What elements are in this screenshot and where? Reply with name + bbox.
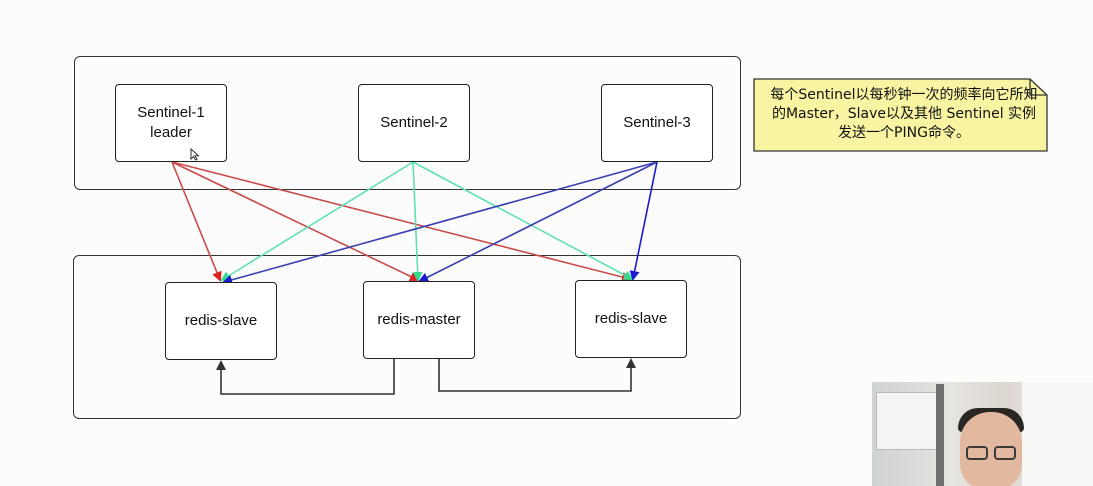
node-redis-slave-left-label: redis-slave <box>184 312 258 329</box>
edge-sentinel3-to-master <box>418 161 658 282</box>
webcam-overlay <box>872 382 1093 486</box>
node-redis-slave-right-label: redis-slave <box>594 310 668 327</box>
node-sentinel-1: Sentinel-1 leader <box>115 84 227 162</box>
node-redis-slave-left: redis-slave <box>165 282 277 360</box>
edge-sentinel1-to-slave1 <box>171 161 222 282</box>
edge-sentinel2-to-master <box>412 161 423 282</box>
node-sentinel-2-label: Sentinel-2 <box>380 114 448 131</box>
edge-sentinel3-to-slave2 <box>629 161 658 281</box>
annotation-note: 每个Sentinel以每秒钟一次的频率向它所知的Master，Slave以及其他… <box>753 78 1048 152</box>
sentinel-group <box>74 56 741 190</box>
presenter-face <box>960 412 1022 486</box>
node-sentinel-2: Sentinel-2 <box>358 84 470 162</box>
edge-master-to-slave1 <box>216 358 395 395</box>
node-sentinel-1-role: leader <box>150 124 192 141</box>
node-redis-master-label: redis-master <box>377 311 461 328</box>
edge-sentinel1-to-slave2 <box>171 161 632 282</box>
node-redis-slave-right: redis-slave <box>575 280 687 358</box>
node-sentinel-3-label: Sentinel-3 <box>623 114 691 131</box>
edge-sentinel2-to-slave2 <box>412 161 634 280</box>
note-shape <box>753 78 1048 152</box>
redis-group <box>73 255 741 419</box>
edge-sentinel3-to-slave1 <box>222 161 658 285</box>
note-text: 每个Sentinel以每秒钟一次的频率向它所知的Master，Slave以及其他… <box>770 87 1038 141</box>
edge-master-to-slave2 <box>438 358 636 392</box>
node-sentinel-1-label: Sentinel-1 <box>137 104 205 121</box>
edge-sentinel1-to-master <box>171 161 420 282</box>
whiteboard-background <box>876 392 944 450</box>
node-sentinel-3: Sentinel-3 <box>601 84 713 162</box>
mouse-cursor-icon <box>190 148 200 161</box>
node-redis-master: redis-master <box>363 281 475 359</box>
edge-sentinel2-to-slave1 <box>220 161 414 282</box>
